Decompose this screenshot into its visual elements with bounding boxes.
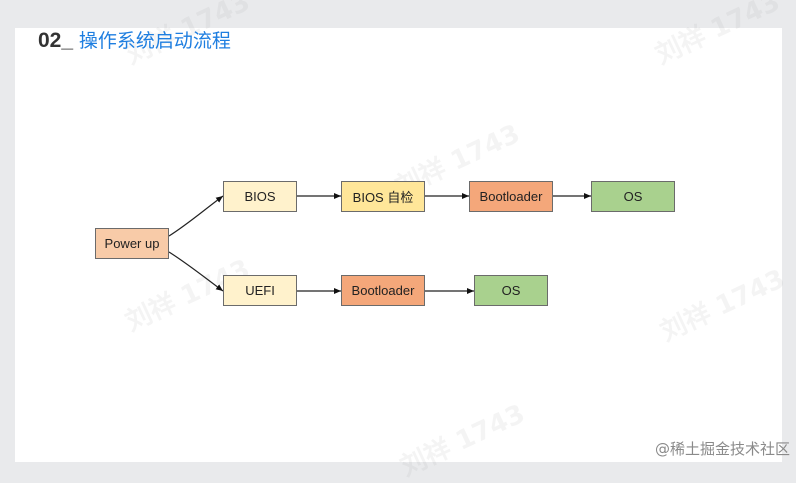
footer-credit: @稀土掘金技术社区 (654, 440, 790, 458)
bios-check-node: BIOS 自检 (341, 181, 425, 212)
os-node-uefi: OS (474, 275, 548, 306)
os-node: OS (591, 181, 675, 212)
bootloader-node: Bootloader (469, 181, 553, 212)
power-up-node: Power up (95, 228, 169, 259)
slide-heading: 操作系统启动流程 (78, 30, 231, 52)
bootloader-node-uefi: Bootloader (341, 275, 425, 306)
slide-title: 02_ 操作系统启动流程 (38, 28, 231, 54)
arrow-powerup-to-uefi (168, 251, 224, 292)
uefi-node: UEFI (223, 275, 297, 306)
arrow-powerup-to-bios (168, 195, 224, 237)
slide-number: 02_ (38, 29, 74, 52)
flow-connectors (168, 193, 591, 294)
bios-node: BIOS (223, 181, 297, 212)
